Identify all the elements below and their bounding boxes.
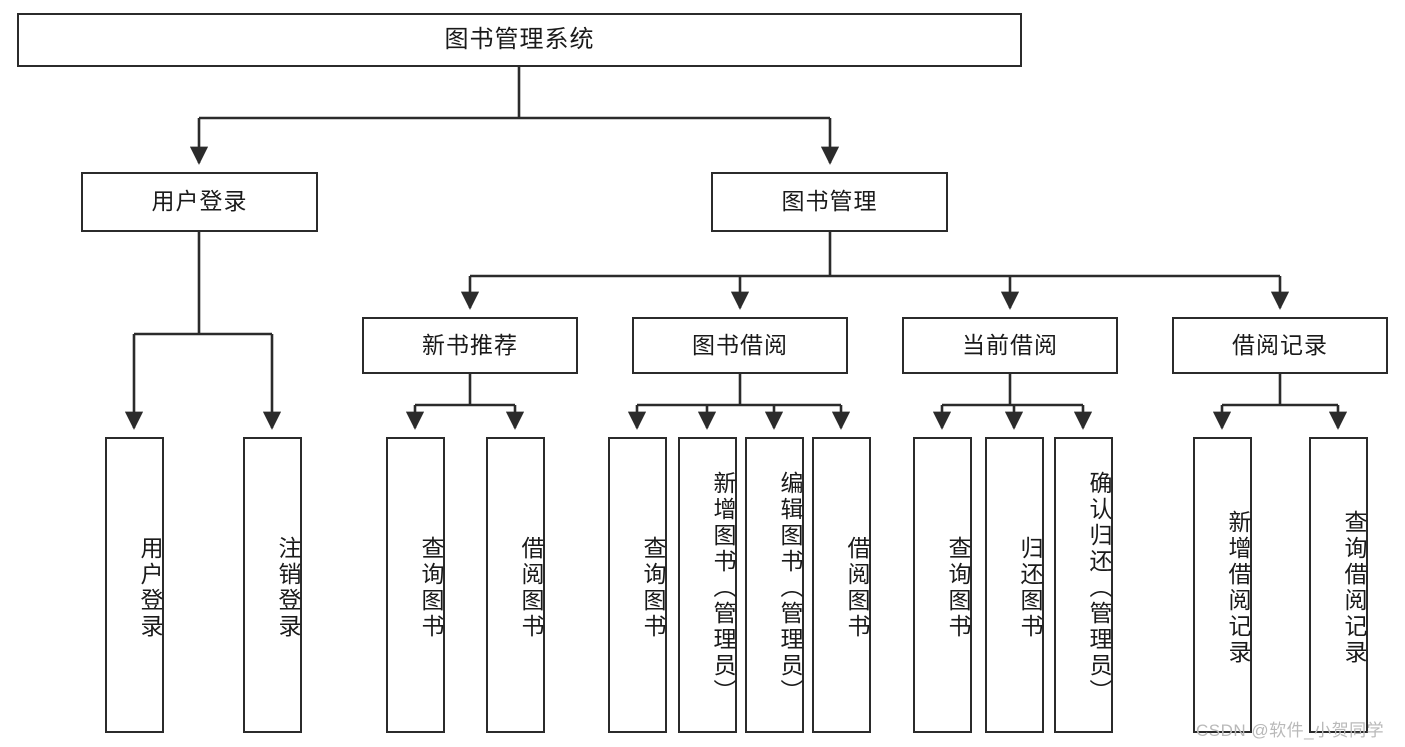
node-leaf-return-book[interactable]: 归还图书 xyxy=(985,437,1044,733)
node-leaf-edit-book-admin[interactable]: 编辑图书（管理员） xyxy=(745,437,804,733)
node-leaf-logout[interactable]: 注销登录 xyxy=(243,437,302,733)
node-borrow-record[interactable]: 借阅记录 xyxy=(1172,317,1388,374)
node-leaf-add-book-admin[interactable]: 新增图书（管理员） xyxy=(678,437,737,733)
node-root[interactable]: 图书管理系统 xyxy=(17,13,1022,67)
node-book-manage[interactable]: 图书管理 xyxy=(711,172,948,232)
node-leaf-query-book-borrow[interactable]: 查询图书 xyxy=(608,437,667,733)
node-leaf-query-borrow-record[interactable]: 查询借阅记录 xyxy=(1309,437,1368,733)
node-leaf-user-login[interactable]: 用户登录 xyxy=(105,437,164,733)
node-user-login[interactable]: 用户登录 xyxy=(81,172,318,232)
node-leaf-add-borrow-record[interactable]: 新增借阅记录 xyxy=(1193,437,1252,733)
node-leaf-borrow-book-rec[interactable]: 借阅图书 xyxy=(486,437,545,733)
node-leaf-query-book-rec[interactable]: 查询图书 xyxy=(386,437,445,733)
node-leaf-confirm-return-admin[interactable]: 确认归还（管理员） xyxy=(1054,437,1113,733)
csdn-watermark: CSDN @软件_小贺同学 xyxy=(1196,721,1385,740)
node-leaf-borrow-book[interactable]: 借阅图书 xyxy=(812,437,871,733)
node-leaf-query-book-current[interactable]: 查询图书 xyxy=(913,437,972,733)
node-book-borrow[interactable]: 图书借阅 xyxy=(632,317,848,374)
node-current-borrow[interactable]: 当前借阅 xyxy=(902,317,1118,374)
node-new-book-recommend[interactable]: 新书推荐 xyxy=(362,317,578,374)
